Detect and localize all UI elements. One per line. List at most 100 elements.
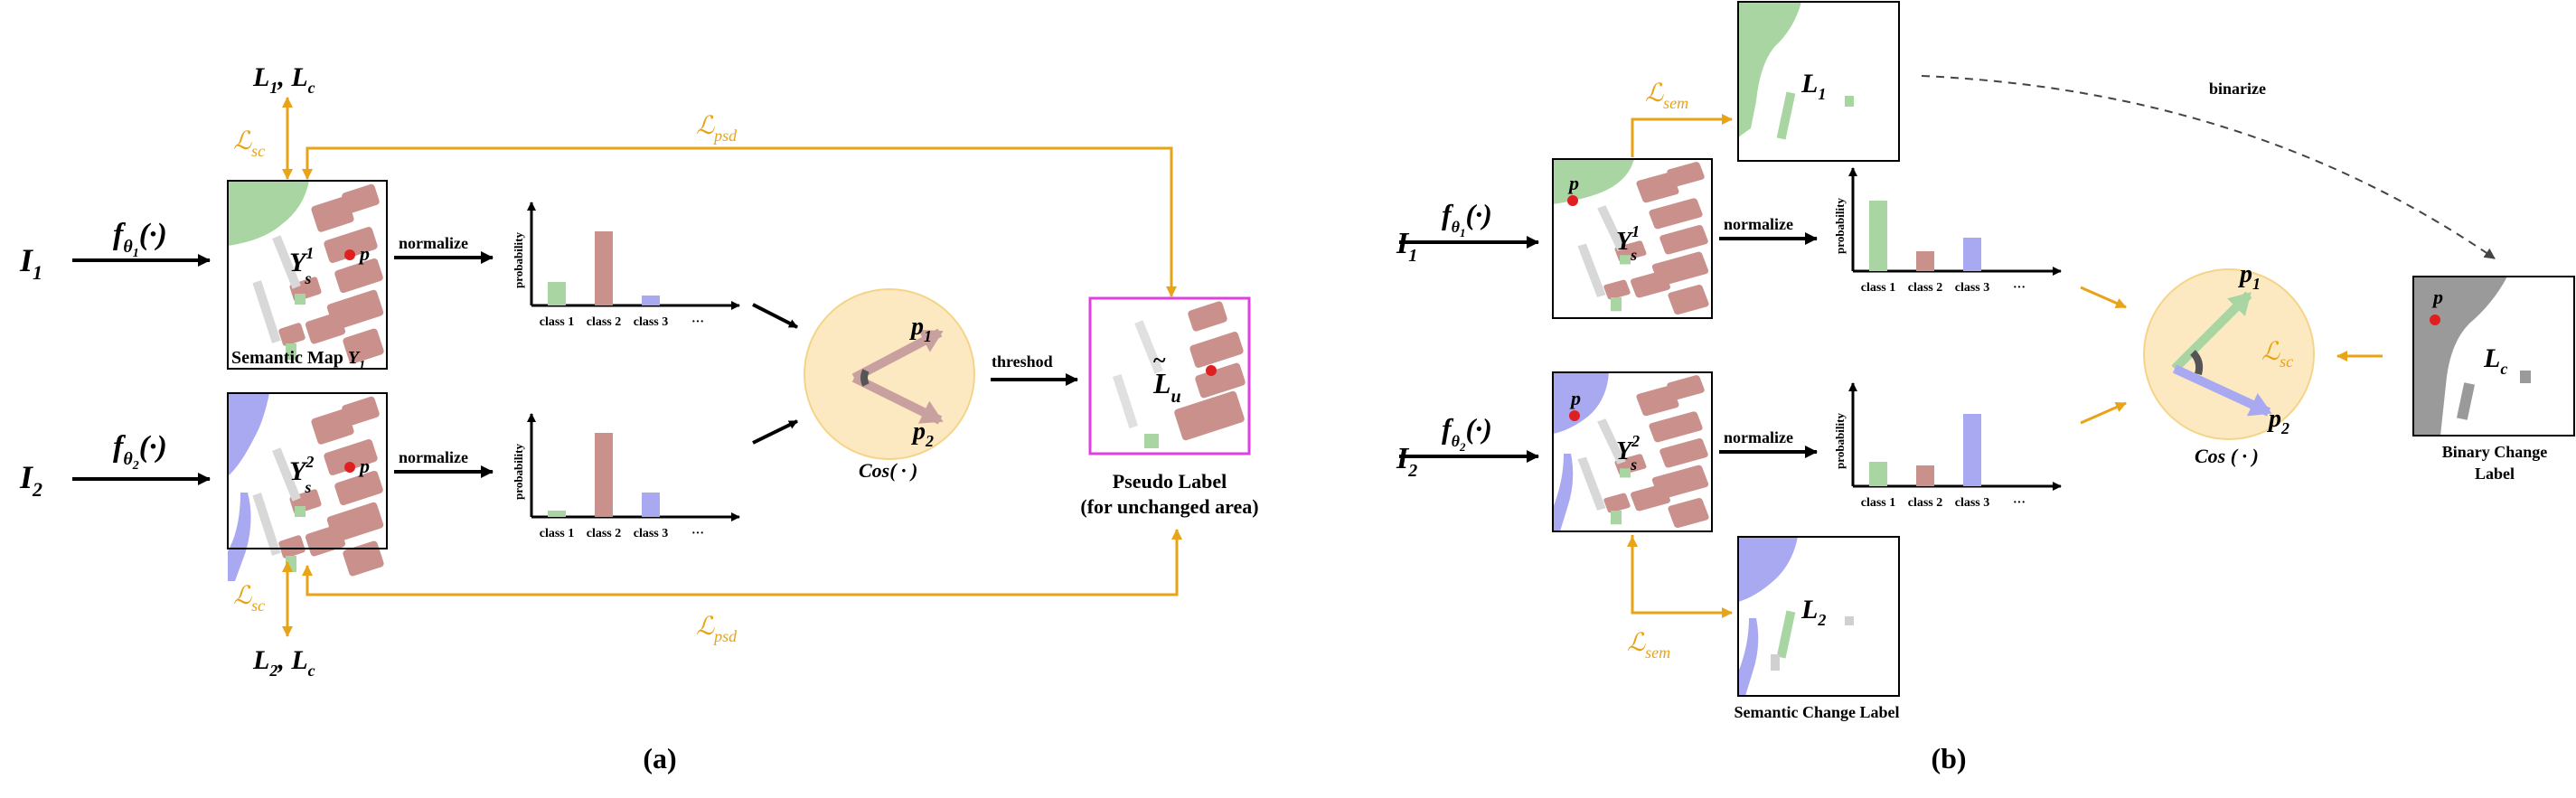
svg-text:(for unchanged area): (for unchanged area) xyxy=(1080,495,1258,518)
svg-text:p: p xyxy=(1567,172,1579,194)
x-tick-label: class 1 xyxy=(540,315,575,329)
svg-text:L1, Lc: L1, Lc xyxy=(252,62,315,97)
cos-label-b: Cos ( · ) xyxy=(2195,445,2259,467)
svg-text:p1: p1 xyxy=(2238,260,2261,293)
svg-text:L2: L2 xyxy=(1800,595,1826,629)
bar-1 xyxy=(548,282,566,305)
encoder-f2-label-b: fθ2(·) xyxy=(1442,412,1492,454)
arrow-chart-a1-to-cos xyxy=(752,303,798,329)
x-tick-label: class 3 xyxy=(1955,281,1990,295)
vector-p1-arrow xyxy=(2171,291,2252,372)
binary-change-label-map: p Lc xyxy=(2412,276,2575,437)
bar-1 xyxy=(1869,201,1887,271)
svg-text:p1: p1 xyxy=(909,313,932,345)
encoder-f2-label: fθ2(·) xyxy=(113,430,167,473)
cosine-similarity-circle-a: p1 p2 xyxy=(804,288,975,460)
x-tick-label: class 3 xyxy=(634,527,669,540)
point-p-marker xyxy=(344,249,355,260)
svg-text:p: p xyxy=(358,242,370,265)
vector-p2-arrow xyxy=(2172,364,2272,417)
bar-2 xyxy=(1916,465,1934,486)
semantic-map-1-caption: Semantic Map Y1 xyxy=(231,348,365,372)
svg-text:Semantic Map Y1: Semantic Map Y1 xyxy=(231,348,365,372)
x-tick-label: ··· xyxy=(2013,496,2026,510)
arrow-chart-b1-to-cos xyxy=(2080,286,2127,309)
x-tick-label: ··· xyxy=(2013,281,2026,295)
normalize-label-a1: normalize xyxy=(399,234,468,252)
svg-text:Label: Label xyxy=(2475,465,2515,483)
arrow-chart-b2-to-cos xyxy=(2080,401,2127,425)
x-tick-label: class 2 xyxy=(1908,496,1943,510)
svg-text:p: p xyxy=(1569,387,1581,409)
y-axis-label: probability xyxy=(512,232,525,288)
semantic-change-label-caption: Semantic Change Label xyxy=(1734,703,1899,721)
x-tick-label: class 2 xyxy=(587,527,622,540)
binarize-label: binarize xyxy=(2209,80,2266,98)
bar-3 xyxy=(1963,238,1981,271)
x-tick-label: class 2 xyxy=(1908,281,1943,295)
sem-loss-bottom: ℒsem xyxy=(1627,629,1670,662)
bar-1 xyxy=(1869,462,1887,486)
normalize-label-b2: normalize xyxy=(1724,428,1793,446)
x-tick-label: class 3 xyxy=(634,315,669,329)
panel-label-a: (a) xyxy=(643,742,676,775)
y-axis-label: probability xyxy=(1833,198,1847,254)
arrow-chart-a2-to-cos xyxy=(752,419,798,445)
point-p-marker xyxy=(1569,410,1580,421)
svg-text:p: p xyxy=(2431,286,2443,308)
panel-label-b: (b) xyxy=(1931,742,1966,775)
bar-3 xyxy=(642,493,660,517)
point-p-marker xyxy=(2430,315,2440,325)
bar-2 xyxy=(595,433,613,517)
cosine-similarity-circle-b: p1 p2 ℒsc xyxy=(2143,260,2315,440)
point-p-marker xyxy=(1567,195,1578,206)
loss-l2-lc-bottom: L2, Lc xyxy=(252,645,315,680)
x-tick-label: class 1 xyxy=(1861,281,1896,295)
svg-text:Y1s: Y1s xyxy=(1616,222,1640,264)
point-p-marker xyxy=(344,462,355,473)
x-tick-label: class 1 xyxy=(540,527,575,540)
svg-text:L2, Lc: L2, Lc xyxy=(252,645,315,680)
binarize-arrow xyxy=(1921,75,2496,259)
svg-text:I2: I2 xyxy=(1396,442,1417,481)
input-i1: I1 xyxy=(19,242,42,284)
loss-l1-lc-top: L1, Lc xyxy=(252,62,315,97)
svg-text:ℒsc: ℒsc xyxy=(2261,338,2293,371)
input-i1-b: I1 xyxy=(1396,227,1417,266)
svg-text:I1: I1 xyxy=(1396,227,1417,266)
svg-text:ℒsc: ℒsc xyxy=(233,127,265,160)
svg-text:I2: I2 xyxy=(19,459,42,501)
pseudo-label-symbol: Lu xyxy=(1152,367,1181,407)
normalize-label-b1: normalize xyxy=(1724,215,1793,233)
sc-loss-top: ℒsc xyxy=(233,127,265,160)
x-tick-label: class 3 xyxy=(1955,496,1990,510)
svg-text:fθ1(·): fθ1(·) xyxy=(113,218,167,260)
semantic-change-label-l2: L2 xyxy=(1737,536,1900,697)
svg-text:Binary Change: Binary Change xyxy=(2442,443,2548,461)
sem-loss-top: ℒsem xyxy=(1645,80,1688,112)
svg-text:ℒsc: ℒsc xyxy=(233,582,265,615)
bar-1 xyxy=(548,511,566,517)
svg-text:p2: p2 xyxy=(911,418,934,450)
bar-3 xyxy=(642,296,660,305)
svg-text:ℒpsd: ℒpsd xyxy=(696,112,738,145)
x-tick-label: class 2 xyxy=(587,315,622,329)
psd-loss-bottom: ℒpsd xyxy=(696,613,738,645)
svg-text:fθ2(·): fθ2(·) xyxy=(1442,412,1492,454)
vector-p2-arrow xyxy=(851,373,944,425)
x-tick-label: ··· xyxy=(691,527,704,540)
pseudo-label-caption: Pseudo Label (for unchanged area) xyxy=(1080,470,1258,518)
threshold-label: threshod xyxy=(992,352,1053,371)
svg-text:I1: I1 xyxy=(19,242,42,284)
svg-text:Lc: Lc xyxy=(2483,343,2507,378)
sem-loss-path-top xyxy=(1631,114,1733,157)
svg-text:fθ2(·): fθ2(·) xyxy=(113,430,167,473)
sem-loss-path-bottom xyxy=(1631,535,1733,618)
input-i2-b: I2 xyxy=(1396,442,1417,481)
semantic-change-label-l1: L1 xyxy=(1737,1,1900,162)
